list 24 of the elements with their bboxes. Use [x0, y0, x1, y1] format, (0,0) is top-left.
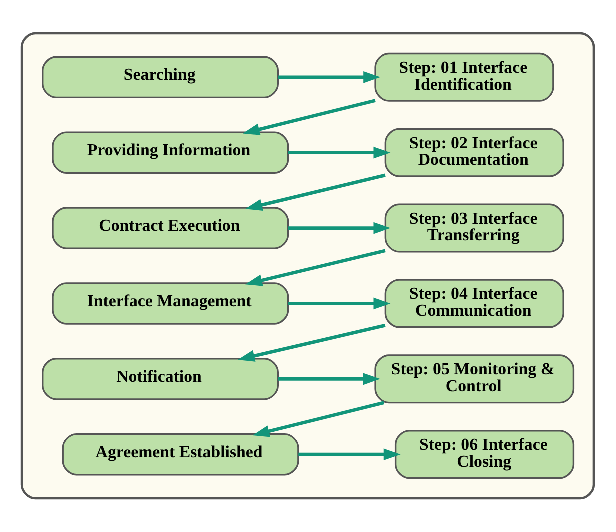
node-box: Interface Management: [52, 282, 290, 325]
arrow: [238, 324, 386, 362]
node-box: Contract Execution: [52, 207, 290, 250]
arrow: [246, 174, 386, 211]
arrow: [288, 146, 391, 159]
arrow: [246, 249, 386, 286]
arrow: [278, 373, 380, 386]
node-box: Notification: [42, 358, 280, 400]
cluster: [20, 32, 596, 500]
arrow: [288, 222, 391, 234]
node-box: Step: 01 Interface Identification: [374, 52, 554, 102]
node-box: Step: 03 Interface Transferring: [384, 204, 564, 253]
arrow: [298, 448, 401, 461]
node-box: Step: 05 Monitoring & Control: [374, 354, 575, 404]
node-box: Step: 04 Interface Communication: [384, 279, 564, 328]
node-box: Step: 02 Interface Documentation: [384, 128, 564, 178]
node-box: Agreement Established: [62, 433, 300, 476]
arrow: [242, 99, 376, 136]
node-box: Searching: [42, 56, 280, 99]
arrow: [288, 298, 391, 310]
arrow: [252, 401, 384, 438]
arrow: [278, 71, 381, 84]
node-box: Providing Information: [52, 132, 290, 174]
node-box: Step: 06 Interface Closing: [394, 430, 575, 480]
